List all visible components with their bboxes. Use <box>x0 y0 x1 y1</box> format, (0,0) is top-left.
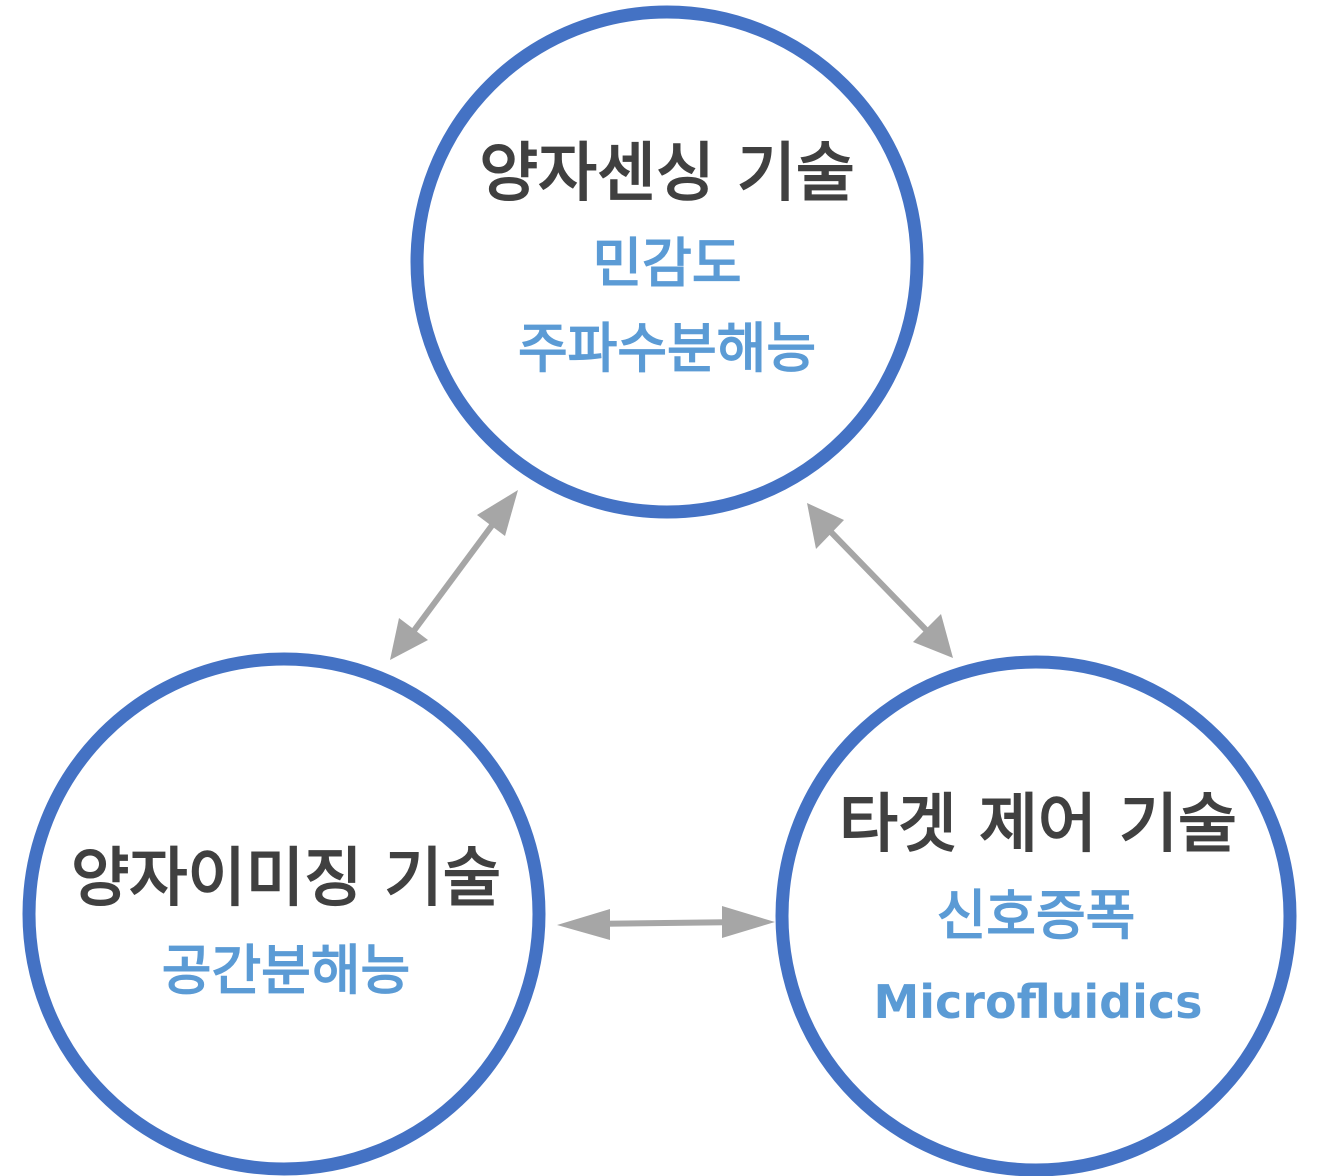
node-sensing-title: 양자센싱 기술 <box>479 137 855 211</box>
node-target: 타겟 제어 기술 신호증폭 Microfluidics <box>775 655 1297 1176</box>
arrow-sensing-target <box>807 503 953 658</box>
node-target-line-2: Microfluidics <box>873 975 1202 1029</box>
node-imaging-title: 양자이미징 기술 <box>71 842 501 916</box>
node-target-line-1: 신호증폭 <box>937 884 1136 947</box>
node-imaging-line-1: 공간분해능 <box>162 939 410 1002</box>
node-sensing: 양자센싱 기술 민감도 주파수분해능 <box>410 5 924 519</box>
node-sensing-line-2: 주파수분해능 <box>518 317 816 380</box>
arrow-imaging-target <box>557 906 775 940</box>
node-target-title: 타겟 제어 기술 <box>839 788 1237 862</box>
arrow-sensing-imaging <box>390 490 518 660</box>
node-sensing-line-1: 민감도 <box>592 232 741 295</box>
node-imaging: 양자이미징 기술 공간분해능 <box>22 652 546 1176</box>
